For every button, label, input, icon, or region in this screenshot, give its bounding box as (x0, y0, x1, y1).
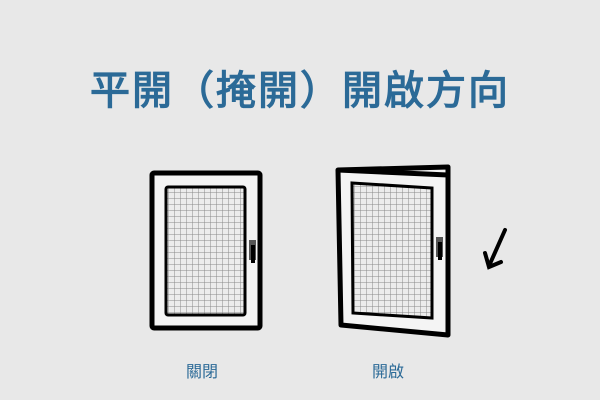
closed-label: 關閉 (186, 362, 219, 381)
arrow-down-left-icon (483, 228, 507, 270)
door-handle-icon (436, 237, 443, 260)
open-door-illustration (335, 164, 451, 338)
page-title: 平開（掩開）開啟方向 (90, 68, 510, 114)
closed-door-illustration (149, 170, 263, 331)
open-label: 開啟 (372, 362, 405, 381)
door-handle-icon (249, 240, 256, 263)
